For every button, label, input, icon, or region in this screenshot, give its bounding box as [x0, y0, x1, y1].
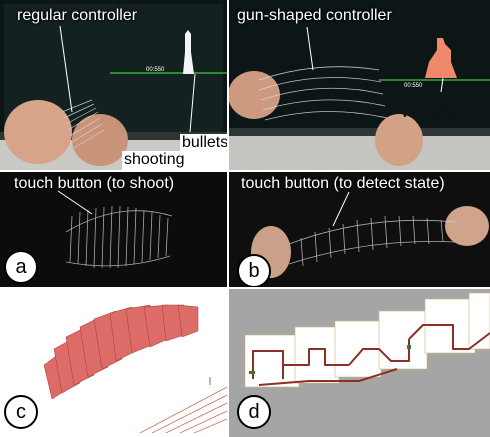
photo-regular-controller: 00:550 regular controller bullets of sho… [0, 0, 227, 170]
photo-touch-detect: touch button (to detect state) b [229, 172, 490, 287]
touch-detect-scene [229, 172, 490, 287]
circuit-trace-diagram [229, 289, 490, 437]
circuit-layout: d [229, 289, 490, 437]
badge-d: d [237, 395, 271, 429]
caption-touch-shoot: touch button (to shoot) [14, 175, 175, 192]
photo-touch-shoot: touch button (to shoot) a [0, 172, 227, 287]
badge-a: a [4, 250, 38, 284]
label-virtual-gun: virtual gun [401, 104, 475, 121]
label-bullets-line2: shooting game [122, 151, 227, 170]
hud-score: 00:550 [146, 67, 165, 73]
gun-controller-scene [229, 0, 490, 170]
hud-score: 00:550 [404, 83, 423, 89]
caption-regular-controller: regular controller [17, 7, 138, 24]
badge-c: c [4, 395, 38, 429]
caption-gun-controller: gun-shaped controller [237, 7, 392, 24]
caption-touch-detect: touch button (to detect state) [241, 175, 445, 192]
photo-gun-controller: 00:550 gun-shaped controller virtual gun [229, 0, 490, 170]
render-3d-model: c [0, 289, 227, 437]
badge-b: b [237, 254, 271, 287]
